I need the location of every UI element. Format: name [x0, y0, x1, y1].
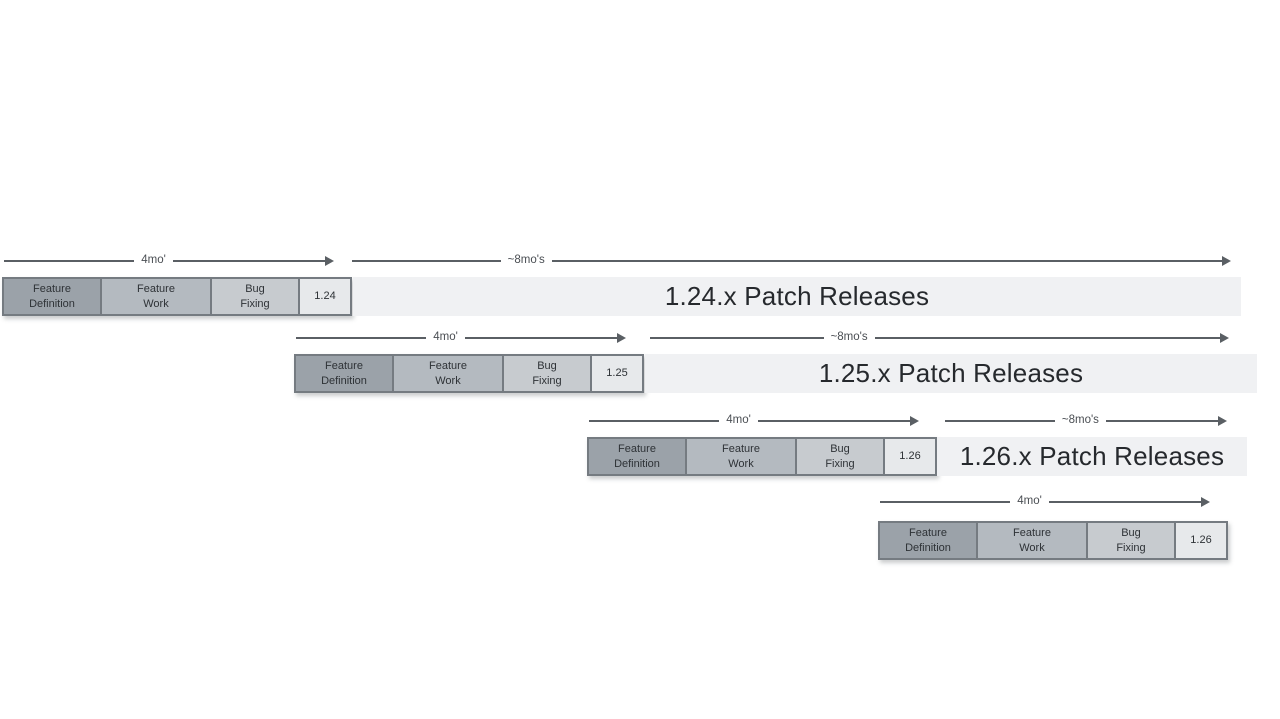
patch-duration-arrow: ~8mo's	[945, 413, 1228, 429]
feature-work-label: Feature Work	[1013, 527, 1051, 554]
arrow-head	[172, 256, 335, 266]
version-box: 1.26	[885, 437, 937, 476]
feature-definition-box: Feature Definition	[587, 437, 687, 476]
version-box: 1.25	[592, 354, 644, 393]
arrow-line	[352, 260, 501, 262]
arrow-head	[464, 333, 627, 343]
feature-work-box: Feature Work	[687, 437, 797, 476]
patch-releases-label: 1.26.x Patch Releases	[959, 441, 1225, 471]
version-label: 1.24	[314, 290, 336, 303]
arrow-head	[1048, 497, 1211, 507]
feature-work-label: Feature Work	[137, 283, 175, 310]
version-box: 1.24	[300, 277, 352, 316]
arrow-line	[650, 337, 824, 339]
arrow-head	[551, 256, 1232, 266]
arrow-head	[874, 333, 1230, 343]
feature-work-label: Feature Work	[429, 360, 467, 387]
bug-fixing-box: Bug Fixing	[797, 437, 885, 476]
feature-definition-label: Feature Definition	[905, 527, 951, 554]
arrow-line	[945, 420, 1055, 422]
dev-phase-boxes: Feature Definition Feature Work Bug Fixi…	[587, 437, 937, 476]
dev-duration-label: 4mo'	[1017, 495, 1042, 508]
feature-definition-label: Feature Definition	[29, 283, 75, 310]
arrow-line	[589, 420, 720, 422]
feature-definition-label: Feature Definition	[614, 443, 660, 470]
arrow-head	[757, 416, 920, 426]
patch-releases-bar: 1.26.x Patch Releases	[937, 437, 1247, 476]
patch-releases-bar: 1.24.x Patch Releases	[353, 277, 1241, 316]
version-label: 1.25	[606, 367, 628, 380]
patch-duration-label: ~8mo's	[507, 254, 545, 267]
arrow-head	[1105, 416, 1228, 426]
dev-duration-label: 4mo'	[433, 331, 458, 344]
bug-fixing-box: Bug Fixing	[1088, 521, 1176, 560]
feature-work-box: Feature Work	[978, 521, 1088, 560]
feature-work-label: Feature Work	[722, 443, 760, 470]
dev-phase-boxes: Feature Definition Feature Work Bug Fixi…	[878, 521, 1228, 560]
dev-duration-label: 4mo'	[141, 254, 166, 267]
bug-fixing-box: Bug Fixing	[212, 277, 300, 316]
arrow-line	[4, 260, 135, 262]
dev-duration-arrow: 4mo'	[296, 330, 627, 346]
dev-phase-boxes: Feature Definition Feature Work Bug Fixi…	[294, 354, 644, 393]
dev-duration-label: 4mo'	[726, 414, 751, 427]
patch-duration-arrow: ~8mo's	[352, 253, 1232, 269]
bug-fixing-label: Bug Fixing	[1116, 527, 1146, 554]
patch-duration-label: ~8mo's	[1061, 414, 1099, 427]
patch-duration-label: ~8mo's	[830, 331, 868, 344]
feature-definition-box: Feature Definition	[2, 277, 102, 316]
feature-definition-label: Feature Definition	[321, 360, 367, 387]
bug-fixing-box: Bug Fixing	[504, 354, 592, 393]
dev-duration-arrow: 4mo'	[4, 253, 335, 269]
dev-duration-arrow: 4mo'	[880, 494, 1211, 510]
feature-definition-box: Feature Definition	[878, 521, 978, 560]
patch-releases-bar: 1.25.x Patch Releases	[645, 354, 1257, 393]
patch-releases-label: 1.24.x Patch Releases	[664, 281, 930, 311]
arrow-line	[296, 337, 427, 339]
feature-work-box: Feature Work	[394, 354, 504, 393]
dev-duration-arrow: 4mo'	[589, 413, 920, 429]
feature-definition-box: Feature Definition	[294, 354, 394, 393]
version-label: 1.26	[899, 450, 921, 463]
patch-duration-arrow: ~8mo's	[650, 330, 1230, 346]
patch-releases-label: 1.25.x Patch Releases	[818, 358, 1084, 388]
dev-phase-boxes: Feature Definition Feature Work Bug Fixi…	[2, 277, 352, 316]
feature-work-box: Feature Work	[102, 277, 212, 316]
arrow-line	[880, 501, 1011, 503]
bug-fixing-label: Bug Fixing	[532, 360, 562, 387]
version-label: 1.26	[1190, 534, 1212, 547]
version-box: 1.26	[1176, 521, 1228, 560]
bug-fixing-label: Bug Fixing	[240, 283, 270, 310]
bug-fixing-label: Bug Fixing	[825, 443, 855, 470]
